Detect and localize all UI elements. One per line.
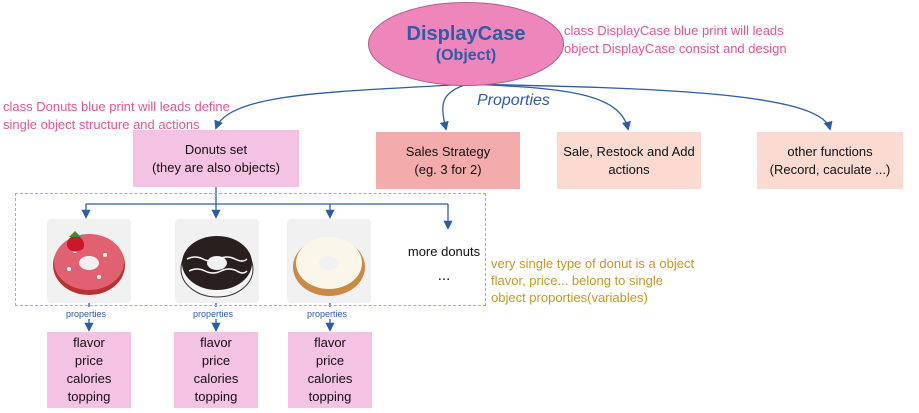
attr-calories: calories [193, 371, 239, 386]
arrow-root-to-restock [467, 83, 631, 131]
attr-topping: topping [194, 389, 238, 404]
attr-flavor: flavor [314, 335, 346, 350]
attr-price: price [74, 353, 104, 368]
properties-small-label-2: properties [193, 309, 234, 319]
attr-price: price [315, 353, 345, 368]
sales-strategy-box: Sales Strategy (eg. 3 for 2) [376, 132, 520, 189]
properties-label: Proporties [477, 92, 550, 109]
arrow-root-to-other [467, 83, 833, 131]
attr-price: price [201, 353, 231, 368]
attr-flavor: flavor [200, 335, 232, 350]
strawberry-donut-image [47, 219, 131, 303]
attr-calories: calories [307, 371, 353, 386]
attributes-box-1: flavor price calories topping [47, 332, 131, 408]
attr-flavor: flavor [73, 335, 105, 350]
attributes-box-3: flavor price calories topping [288, 332, 372, 408]
donuts-set-box: Donuts set (they are also objects) [133, 130, 299, 187]
attr-calories: calories [66, 371, 112, 386]
object-note: very single type of donut is a object fl… [491, 256, 695, 305]
more-donuts-ellipsis: ... [437, 267, 451, 284]
more-donuts-text: more donuts [407, 244, 481, 259]
root-subtitle: (Object) [435, 47, 497, 64]
properties-small-label-1: properties [66, 309, 107, 319]
attr-topping: topping [308, 389, 352, 404]
donut-class-note: class Donuts blue print will leads defin… [3, 99, 230, 132]
donut-objects-container [15, 193, 486, 306]
attr-topping: topping [67, 389, 111, 404]
properties-small-label-3: properties [307, 309, 348, 319]
root-note: class DisplayCase blue print will leads … [564, 23, 787, 56]
other-functions-box: other functions (Record, caculate ...) [757, 132, 903, 189]
vanilla-donut-image [287, 219, 371, 303]
more-donuts-label: more donuts ... [402, 244, 486, 284]
arrow-root-to-sales [439, 83, 469, 131]
chocolate-donut-image [175, 219, 259, 303]
arrow-root-to-donuts [214, 83, 469, 130]
root-object-displaycase: DisplayCase (Object) [368, 2, 564, 86]
root-title: DisplayCase [406, 23, 526, 45]
sale-restock-box: Sale, Restock and Add actions [557, 132, 701, 189]
attributes-box-2: flavor price calories topping [174, 332, 258, 408]
